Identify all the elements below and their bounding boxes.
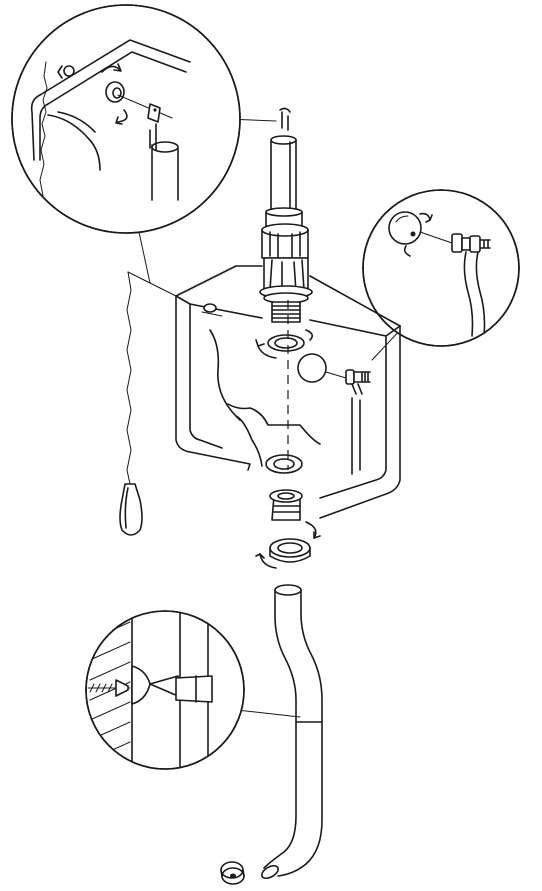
pull-chain-with-handle [119, 271, 177, 536]
flush-valve-siphon [259, 107, 313, 323]
cistern-tank [175, 265, 401, 519]
float-ball-valve [297, 353, 371, 395]
tank-outlet-nut [255, 489, 321, 569]
chain-lever-detail [11, 4, 241, 234]
float-valve-detail [362, 189, 520, 347]
wall-fixing-detail [85, 610, 245, 770]
flush-pipe [261, 584, 323, 880]
pipe-connector-cone [220, 861, 245, 885]
